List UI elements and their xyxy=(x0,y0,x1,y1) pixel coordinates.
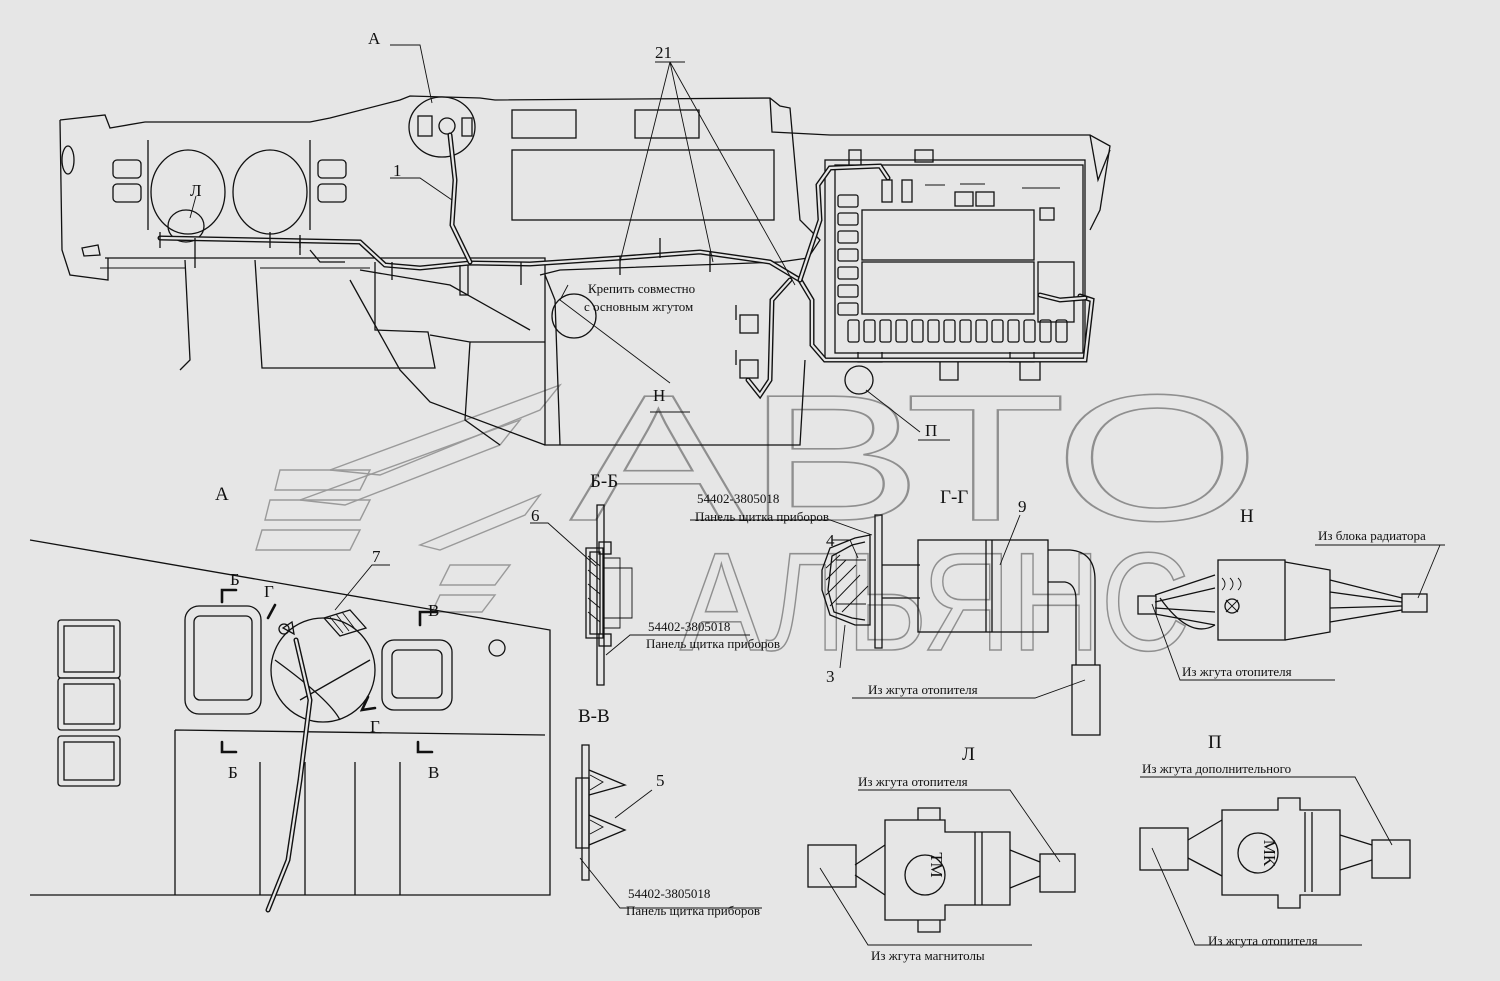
cut-v-label-bottom: В xyxy=(428,763,439,782)
part-9-label: 9 xyxy=(1018,497,1027,516)
part-4-label: 4 xyxy=(826,531,835,550)
fuse-slot xyxy=(959,319,972,343)
cut-v-label-top: В xyxy=(428,601,439,620)
heater-control-knob xyxy=(270,617,376,723)
section-l-title: Л xyxy=(962,744,975,765)
tachometer-gauge xyxy=(232,149,308,235)
view-a-callout: А xyxy=(368,29,381,48)
view-p-callout: П xyxy=(925,421,937,440)
watermark-line-1: АВТО xyxy=(570,358,1260,559)
connector-mk-circle xyxy=(1237,832,1279,874)
fuse-slot xyxy=(1007,319,1020,343)
part-21-label: 21 xyxy=(655,43,672,62)
fuse-slot xyxy=(895,319,908,343)
connector-top-2 xyxy=(739,359,759,379)
connector-9 xyxy=(917,539,1049,633)
note-fix-line-1: Крепить совместно xyxy=(588,281,695,296)
heater-harness-p: Из жгута отопителя xyxy=(1208,933,1318,948)
main-wiring-harness xyxy=(157,132,1095,400)
additional-harness: Из жгута дополнительного xyxy=(1142,761,1291,776)
dashboard-overview xyxy=(59,44,1111,446)
fuse-slot xyxy=(847,319,860,343)
section-vv-view xyxy=(575,744,762,909)
section-n-view xyxy=(1137,544,1445,681)
panel-bb: Панель щитка приборов xyxy=(646,636,780,651)
cut-g-label-top: Г xyxy=(264,582,274,601)
cut-g-label-bottom: Г xyxy=(370,717,380,736)
section-a-view xyxy=(29,539,551,913)
switch-v xyxy=(381,639,453,711)
fuse-slot xyxy=(927,319,940,343)
section-n-title: Н xyxy=(1240,506,1254,527)
connector-tm-label: ТМ xyxy=(927,852,946,877)
section-gg-title: Г-Г xyxy=(940,487,968,508)
switch-b xyxy=(184,605,262,715)
connector-l-left xyxy=(807,844,857,888)
cut-b-label-bottom: Б xyxy=(228,763,238,782)
note-fix-line-2: с основным жгутом xyxy=(584,299,693,314)
panel-gg: Панель щитка приборов xyxy=(695,509,829,524)
connector-top-1 xyxy=(739,314,759,334)
relay-slot xyxy=(837,284,859,298)
heater-harness-l: Из жгута отопителя xyxy=(858,774,968,789)
code-bb: 54402-3805018 xyxy=(648,619,730,634)
fuse-slot xyxy=(991,319,1004,343)
relay-slot xyxy=(837,248,859,262)
code-vv: 54402-3805018 xyxy=(628,886,710,901)
relay-slot xyxy=(837,302,859,316)
connector-p-left xyxy=(1139,827,1189,871)
view-n-callout: Н xyxy=(653,386,665,405)
fuse-slot xyxy=(863,319,876,343)
section-bb-title: Б-Б xyxy=(590,471,618,492)
section-p-title: П xyxy=(1208,732,1222,753)
heater-harness-n: Из жгута отопителя xyxy=(1182,664,1292,679)
code-gg: 54402-3805018 xyxy=(697,491,779,506)
fan-icon xyxy=(1224,598,1240,614)
section-gg-view xyxy=(690,514,1101,736)
section-p-view xyxy=(1139,776,1411,946)
relay-slot xyxy=(837,194,859,208)
fuse-slot xyxy=(975,319,988,343)
fuse-relay-block xyxy=(824,149,1086,381)
heater-harness-gg: Из жгута отопителя xyxy=(868,682,978,697)
switch-cluster-a xyxy=(408,96,476,158)
fuse-slot xyxy=(911,319,924,343)
relay-slot xyxy=(837,212,859,226)
part-1-label: 1 xyxy=(393,161,402,180)
connector-p-right xyxy=(1371,839,1411,879)
fuse-slot xyxy=(1023,319,1036,343)
view-l-callout: Л xyxy=(190,181,202,200)
speedometer-gauge xyxy=(150,149,226,235)
part-3-label: 3 xyxy=(826,667,835,686)
section-l-view xyxy=(807,789,1076,946)
connector-l-right xyxy=(1039,853,1076,893)
cut-b-label-top: Б xyxy=(230,570,240,589)
fuse-slot xyxy=(879,319,892,343)
fuse-slot xyxy=(943,319,956,343)
fuse-slot xyxy=(1039,319,1052,343)
part-6-label: 6 xyxy=(531,506,540,525)
watermark-line-2: АЛЬЯНС xyxy=(680,523,1190,680)
section-bb-view xyxy=(530,504,750,686)
relay-slot xyxy=(837,266,859,280)
part-7-label: 7 xyxy=(372,547,381,566)
watermark: АВТО АЛЬЯНС xyxy=(255,357,1261,681)
fuse-slot xyxy=(1055,319,1068,343)
radio-harness: Из жгута магнитолы xyxy=(871,948,985,963)
from-radiator-block: Из блока радиатора xyxy=(1318,528,1426,543)
connector-tm-circle xyxy=(904,854,946,896)
part-5-label: 5 xyxy=(656,771,665,790)
section-vv-title: В-В xyxy=(578,706,610,727)
relay-slot xyxy=(837,230,859,244)
connector-mk-label: МК xyxy=(1260,840,1279,867)
panel-vv: Панель щитка приборов xyxy=(626,903,760,918)
section-a-title: А xyxy=(215,484,229,505)
